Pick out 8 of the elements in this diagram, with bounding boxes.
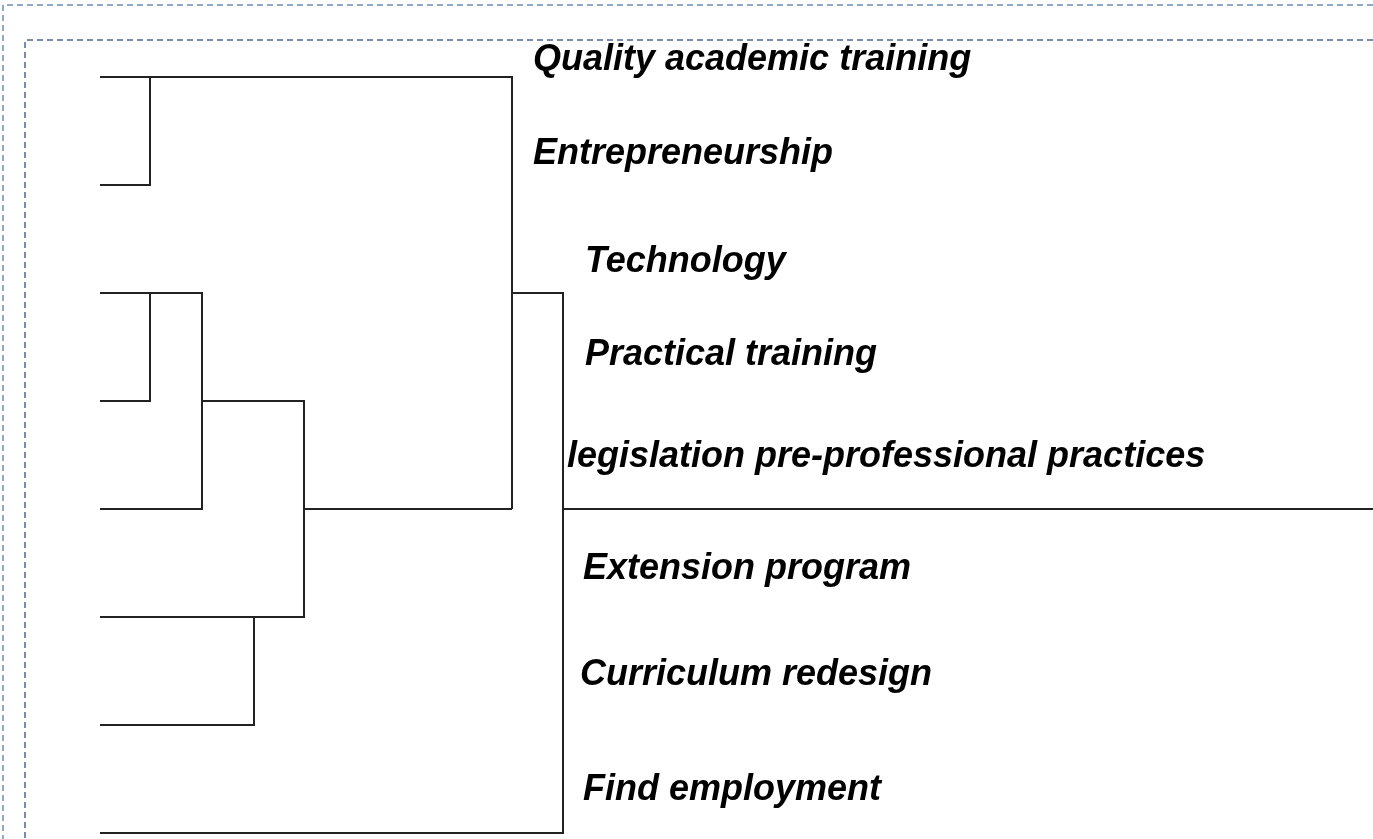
leaf-label: Quality academic training xyxy=(533,36,972,80)
leaf-label: legislation pre-professional practices xyxy=(567,433,1206,477)
leaf-label: Extension program xyxy=(583,545,912,589)
leaf-label: Find employment xyxy=(583,766,882,810)
leaf-label: Technology xyxy=(585,238,786,282)
leaf-label: Practical training xyxy=(585,331,878,375)
leaf-label: Entrepreneurship xyxy=(533,130,834,174)
leaf-label: Curriculum redesign xyxy=(580,651,933,695)
